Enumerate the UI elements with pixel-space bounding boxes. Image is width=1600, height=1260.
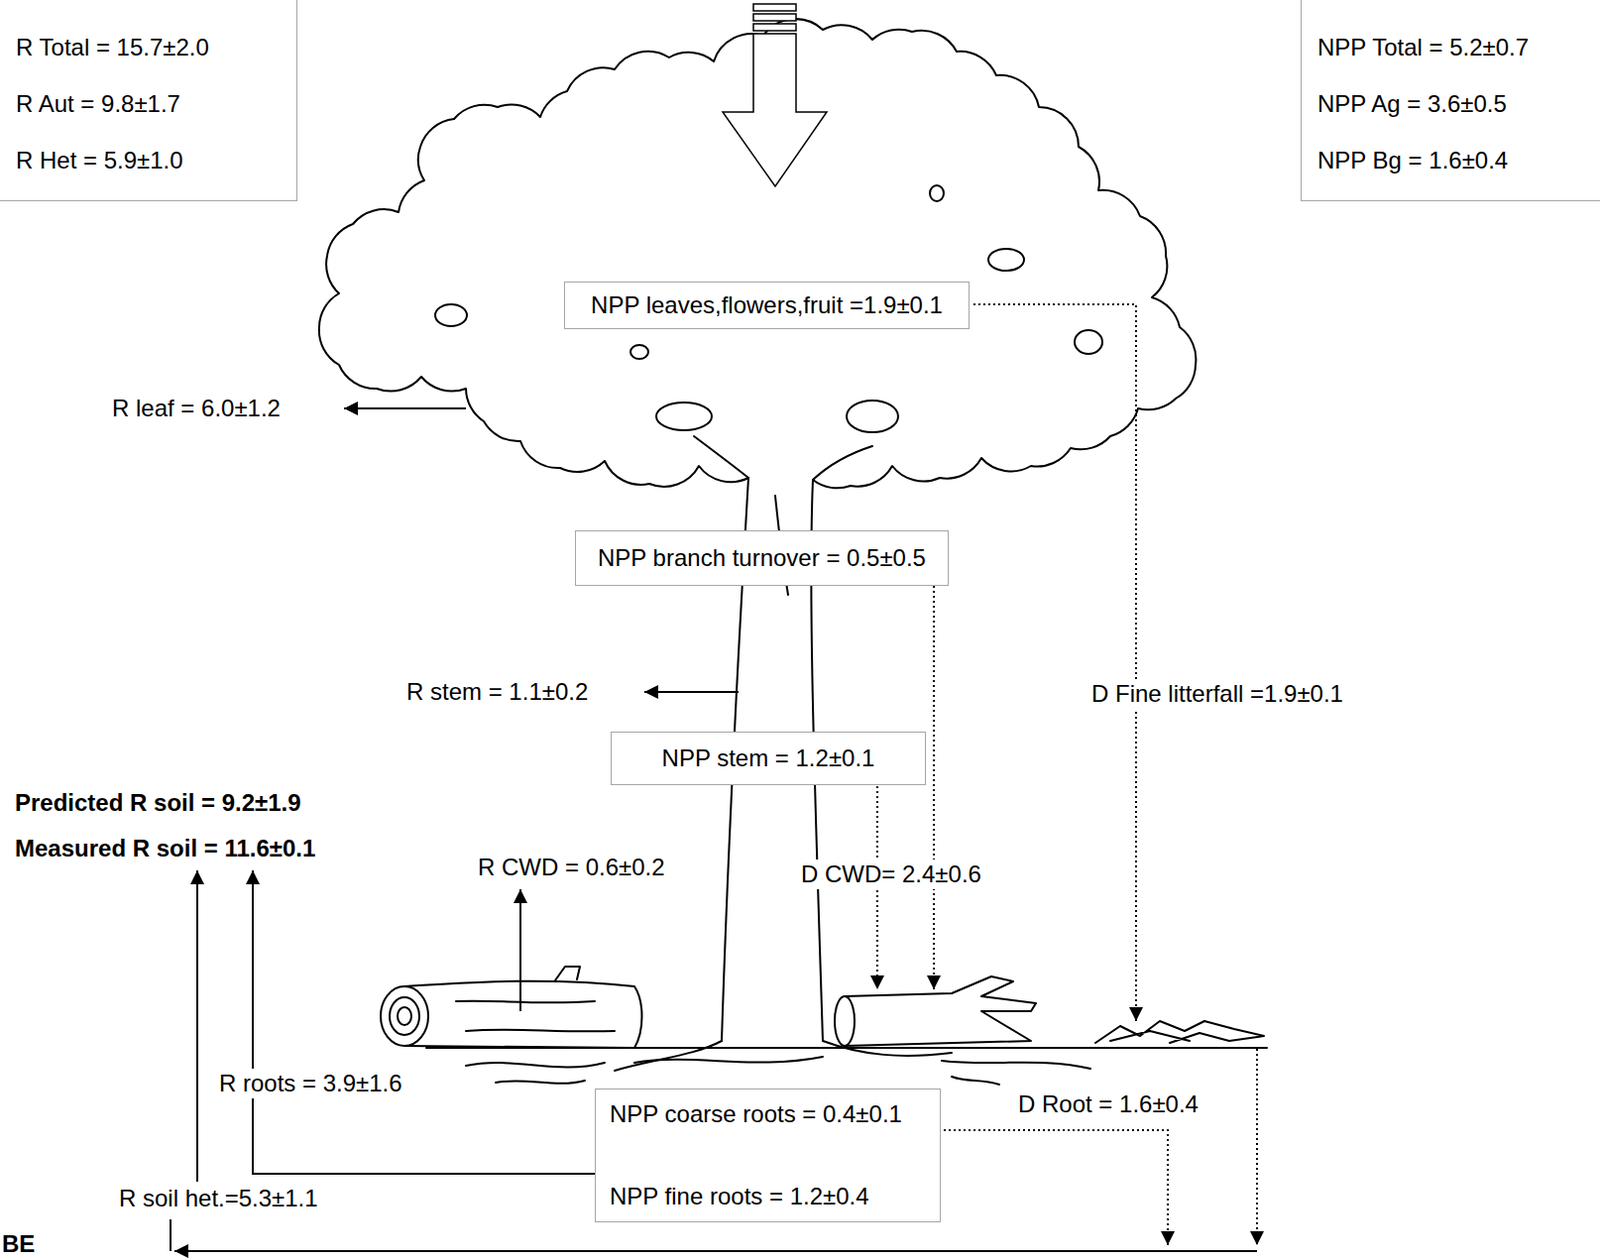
branch xyxy=(693,436,749,478)
flux-label: D Fine litterfall =1.9±0.1 xyxy=(1089,679,1346,709)
flux-value: NPP Total = 5.2±0.7 xyxy=(1317,32,1529,63)
stem-respiration-arrow xyxy=(644,690,739,693)
flux-arrows xyxy=(170,408,1258,1252)
root xyxy=(614,1040,722,1071)
flux-label: R stem = 1.1±0.2 xyxy=(404,677,590,707)
arrow-bar xyxy=(753,23,797,31)
tree-drawing xyxy=(319,18,1267,1085)
npp-branch-box: NPP branch turnover = 0.5±0.5 xyxy=(574,530,949,586)
root xyxy=(951,1076,1000,1085)
crown-gap xyxy=(1074,330,1103,354)
log-ring xyxy=(389,997,420,1035)
arrow-bar xyxy=(753,13,797,21)
flux-label-holder: R stem = 1.1±0.2 xyxy=(404,677,590,707)
root xyxy=(495,1080,585,1084)
flux-label: D Root = 1.6±0.4 xyxy=(1016,1089,1201,1120)
npp-canopy-box: NPP leaves,flowers,fruit =1.9±0.1 xyxy=(564,281,970,330)
flux-label: R roots = 3.9±1.6 xyxy=(217,1068,405,1099)
flux-value: NPP fine roots = 1.2±0.4 xyxy=(609,1181,870,1212)
flux-label-holder: R soil het.=5.3±1.1 xyxy=(116,1183,321,1214)
litter xyxy=(1095,1021,1264,1043)
flux-label-holder: R leaf = 6.0±1.2 xyxy=(110,393,283,424)
fallen-branch xyxy=(844,976,1036,1046)
flux-label-holder: D Root = 1.6±0.4 xyxy=(1016,1089,1201,1120)
root-respiration-arrow xyxy=(252,870,595,1174)
soil-total-label: Measured R soil = 11.6±0.1 xyxy=(12,833,318,864)
soil-het-arrow xyxy=(196,870,199,1182)
npp-stem-box: NPP stem = 1.2±0.1 xyxy=(610,731,926,786)
crown-gap xyxy=(929,185,944,202)
crown-gap xyxy=(846,400,899,433)
cwd-respiration-arrow xyxy=(519,889,522,1012)
root xyxy=(941,1060,1091,1069)
flux-value: NPP leaves,flowers,fruit =1.9±0.1 xyxy=(590,290,943,321)
flux-value: R Total = 15.7±2.0 xyxy=(15,32,210,63)
flux-value: NPP Ag = 3.6±0.5 xyxy=(1317,89,1507,119)
flux-label-holder: D CWD= 2.4±0.6 xyxy=(799,859,984,890)
tree-crown xyxy=(319,18,1197,488)
branch-dotted-arrow xyxy=(932,585,935,990)
log-ring xyxy=(397,1007,412,1026)
litter-dotted-arrow xyxy=(1256,1048,1258,1246)
fallen-branch-end xyxy=(834,996,855,1046)
soil-input-arrow xyxy=(174,1250,1258,1253)
branch xyxy=(812,446,873,480)
flux-label-holder: D Fine litterfall =1.9±0.1 xyxy=(1089,679,1346,709)
leaf-respiration-arrow xyxy=(343,407,466,410)
flux-label-holder: R roots = 3.9±1.6 xyxy=(217,1068,405,1099)
litterfall-dotted-arrow xyxy=(973,304,1137,1022)
flux-value: NPP stem = 1.2±0.1 xyxy=(662,743,876,774)
log-stub xyxy=(555,966,580,981)
arrow-bar xyxy=(753,3,797,11)
log-end xyxy=(380,986,429,1046)
panel-label-holder: BE xyxy=(0,1229,37,1259)
flux-value: NPP coarse roots = 0.4±0.1 xyxy=(609,1099,903,1130)
log-body xyxy=(404,981,643,1048)
panel-label: BE xyxy=(0,1229,37,1259)
root xyxy=(634,1056,823,1063)
flux-label: R CWD = 0.6±0.2 xyxy=(475,852,668,883)
crown-gap xyxy=(656,402,712,431)
soil-total-label-holder: Measured R soil = 11.6±0.1 xyxy=(12,833,318,864)
respiration-summary-box: R Total = 15.7±2.0 R Aut = 9.8±1.7 R Het =… xyxy=(0,0,298,202)
flux-label: D CWD= 2.4±0.6 xyxy=(799,859,984,890)
log-bark xyxy=(456,1001,615,1032)
crown-gap xyxy=(435,304,467,327)
root xyxy=(822,1040,952,1056)
soil-total-label-holder: Predicted R soil = 9.2±1.9 xyxy=(12,788,304,818)
flux-label-holder: R CWD = 0.6±0.2 xyxy=(475,852,668,883)
soil-input-tick xyxy=(169,1219,172,1252)
crown-gap xyxy=(988,248,1025,271)
flux-value: NPP Bg = 1.6±0.4 xyxy=(1317,145,1508,176)
flux-label: R leaf = 6.0±1.2 xyxy=(110,393,283,424)
flux-value: R Aut = 9.8±1.7 xyxy=(15,89,181,119)
arrow-body xyxy=(722,33,827,187)
root-dotted-arrow xyxy=(943,1130,1168,1246)
crown-gap xyxy=(630,344,649,359)
flux-value: NPP branch turnover = 0.5±0.5 xyxy=(597,543,926,573)
npp-roots-box: NPP coarse roots = 0.4±0.1NPP fine roots… xyxy=(594,1088,941,1223)
root xyxy=(465,1062,605,1068)
light-arrow xyxy=(722,3,827,187)
npp-summary-box: NPP Total = 5.2±0.7NPP Ag = 3.6±0.5NPP B… xyxy=(1300,0,1600,202)
soil-total-label: Predicted R soil = 9.2±1.9 xyxy=(12,788,304,818)
flux-value: R Het = 5.9±1.0 xyxy=(15,145,184,176)
flux-label: R soil het.=5.3±1.1 xyxy=(116,1183,321,1214)
